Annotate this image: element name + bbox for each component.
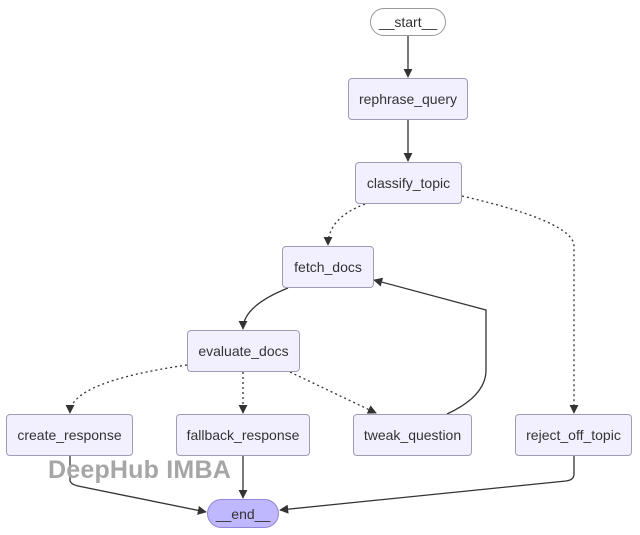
watermark-text: DeepHub IMBA <box>48 456 231 484</box>
end-node[interactable]: __end__ <box>207 499 279 528</box>
edge-evaluate-docs-to-create-response <box>65 364 188 414</box>
rephrase-query-node[interactable]: rephrase_query <box>348 78 468 120</box>
edge-tweak-question-to-fetch-docs <box>373 277 487 415</box>
reject-off-topic-node[interactable]: reject_off_topic <box>515 414 632 456</box>
edge-evaluate-docs-to-tweak-question <box>289 371 377 414</box>
start-node[interactable]: __start__ <box>370 8 446 36</box>
edge-create-response-to-end <box>69 456 207 515</box>
fallback-response-node[interactable]: fallback_response <box>176 414 310 456</box>
create-response-node[interactable]: create_response <box>6 414 133 456</box>
edge-classify-topic-to-fetch-docs <box>323 203 366 246</box>
edge-reject-off-topic-to-end <box>279 456 575 514</box>
edge-classify-topic-to-reject-off-topic <box>461 195 579 414</box>
fetch-docs-node[interactable]: fetch_docs <box>282 246 374 288</box>
evaluate-docs-node[interactable]: evaluate_docs <box>187 330 300 372</box>
tweak-question-node[interactable]: tweak_question <box>353 414 472 456</box>
classify-topic-node[interactable]: classify_topic <box>355 162 462 204</box>
edge-fetch-docs-to-evaluate-docs <box>238 287 289 330</box>
